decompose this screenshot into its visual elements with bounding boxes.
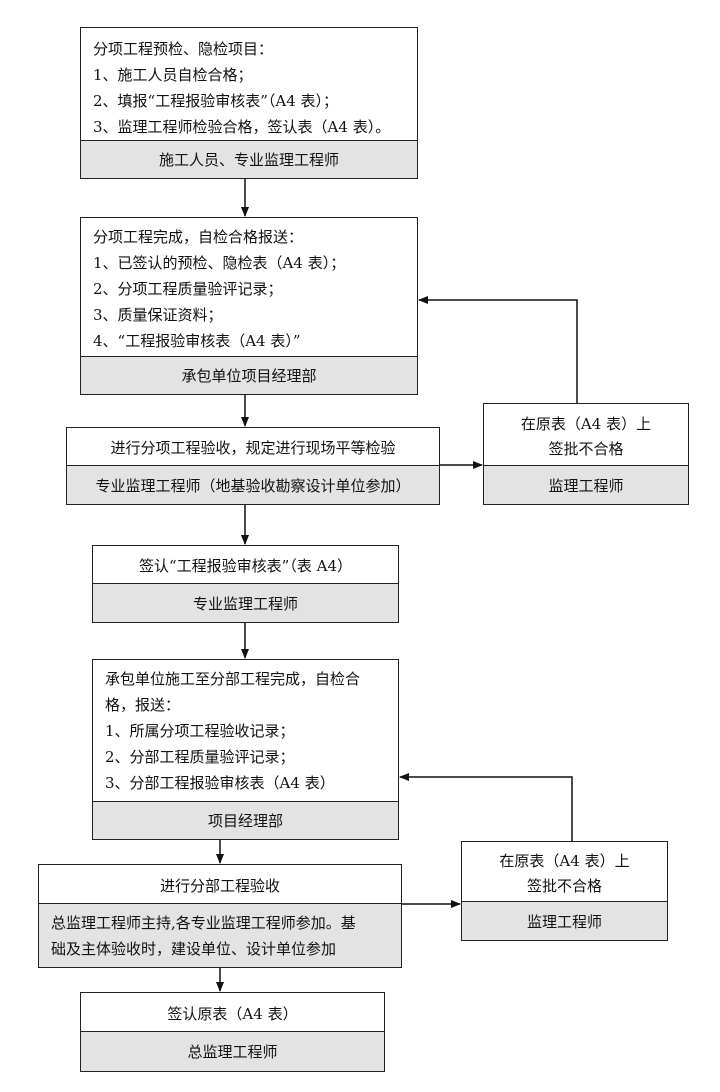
step6-line-1: 总监理工程师主持,各专业监理工程师参加。基: [51, 913, 356, 932]
step5-line-4: 2、分部工程质量验评记录；: [105, 748, 295, 766]
step1-line-1: 分项工程预检、隐检项目：: [93, 40, 274, 58]
step2-line-2: 1、已签认的预检、隐检表（A4 表）；: [93, 254, 346, 272]
step3-box: 进行分项工程验收，规定进行现场平等检验 专业监理工程师（地基验收勘察设计单位参加…: [66, 427, 440, 505]
reject1-box: 在原表（A4 表）上 签批不合格 监理工程师: [483, 403, 689, 505]
step7-box: 签认原表（A4 表） 总监理工程师: [80, 992, 385, 1072]
step2-text: 分项工程完成，自检合格报送： 1、已签认的预检、隐检表（A4 表）； 2、分项工…: [81, 218, 417, 354]
arrow-reject2-to-step5: [399, 773, 573, 841]
step1-box: 分项工程预检、隐检项目： 1、施工人员自检合格； 2、填报“工程报验审核表”（A…: [80, 27, 418, 179]
step5-line-5: 3、分部工程报验审核表（A4 表）: [105, 774, 335, 792]
step2-line-5: 4、“工程报验审核表（A4 表）”: [93, 332, 301, 350]
reject1-line-2: 签批不合格: [548, 440, 624, 458]
step1-text: 分项工程预检、隐检项目： 1、施工人员自检合格； 2、填报“工程报验审核表”（A…: [81, 28, 417, 140]
step6-desc: 总监理工程师主持,各专业监理工程师参加。基 础及主体验收时，建设单位、设计单位参…: [39, 903, 401, 967]
step2-line-1: 分项工程完成，自检合格报送：: [93, 228, 304, 246]
step1-line-4: 3、监理工程师检验合格，签认表（A4 表）。: [93, 118, 391, 136]
step3-title: 进行分项工程验收，规定进行现场平等检验: [110, 438, 396, 457]
step1-line-3: 2、填报“工程报验审核表”（A4 表）；: [93, 92, 339, 110]
step6-box: 进行分部工程验收 总监理工程师主持,各专业监理工程师参加。基 础及主体验收时，建…: [38, 864, 402, 968]
reject2-role: 监理工程师: [462, 901, 667, 940]
step2-line-4: 3、质量保证资料；: [93, 306, 223, 324]
step2-line-3: 2、分项工程质量验评记录；: [93, 280, 283, 298]
step5-line-2: 格，报送：: [105, 696, 181, 714]
arrow-reject1-to-step2: [418, 296, 578, 403]
step2-box: 分项工程完成，自检合格报送： 1、已签认的预检、隐检表（A4 表）； 2、分项工…: [80, 217, 418, 395]
step1-line-2: 1、施工人员自检合格；: [93, 66, 253, 84]
reject2-text: 在原表（A4 表）上 签批不合格: [462, 842, 667, 899]
step5-box: 承包单位施工至分部工程完成，自检合 格，报送： 1、所属分项工程验收记录； 2、…: [92, 659, 399, 840]
step1-role: 施工人员、专业监理工程师: [81, 140, 417, 178]
reject2-box: 在原表（A4 表）上 签批不合格 监理工程师: [461, 841, 668, 941]
step4-box: 签认“工程报验审核表”（表 A4） 专业监理工程师: [92, 545, 399, 623]
reject1-role: 监理工程师: [484, 465, 688, 504]
step4-title: 签认“工程报验审核表”（表 A4）: [139, 557, 352, 575]
step7-role: 总监理工程师: [81, 1031, 384, 1071]
step6-title: 进行分部工程验收: [159, 876, 280, 895]
step3-role: 专业监理工程师（地基验收勘察设计单位参加）: [67, 465, 439, 504]
step5-line-3: 1、所属分项工程验收记录；: [105, 722, 295, 740]
step6-line-2: 础及主体验收时，建设单位、设计单位参加: [51, 939, 337, 958]
step5-role: 项目经理部: [93, 801, 398, 839]
reject1-line-1: 在原表（A4 表）上: [520, 415, 652, 433]
reject1-text: 在原表（A4 表）上 签批不合格: [484, 404, 688, 462]
reject2-line-1: 在原表（A4 表）上: [499, 852, 630, 870]
step5-text: 承包单位施工至分部工程完成，自检合 格，报送： 1、所属分项工程验收记录； 2、…: [93, 660, 398, 796]
step4-role: 专业监理工程师: [93, 583, 398, 622]
step2-role: 承包单位项目经理部: [81, 356, 417, 394]
reject2-line-2: 签批不合格: [526, 877, 602, 895]
step7-title: 签认原表（A4 表）: [167, 1004, 298, 1023]
step5-line-1: 承包单位施工至分部工程完成，自检合: [105, 670, 361, 688]
